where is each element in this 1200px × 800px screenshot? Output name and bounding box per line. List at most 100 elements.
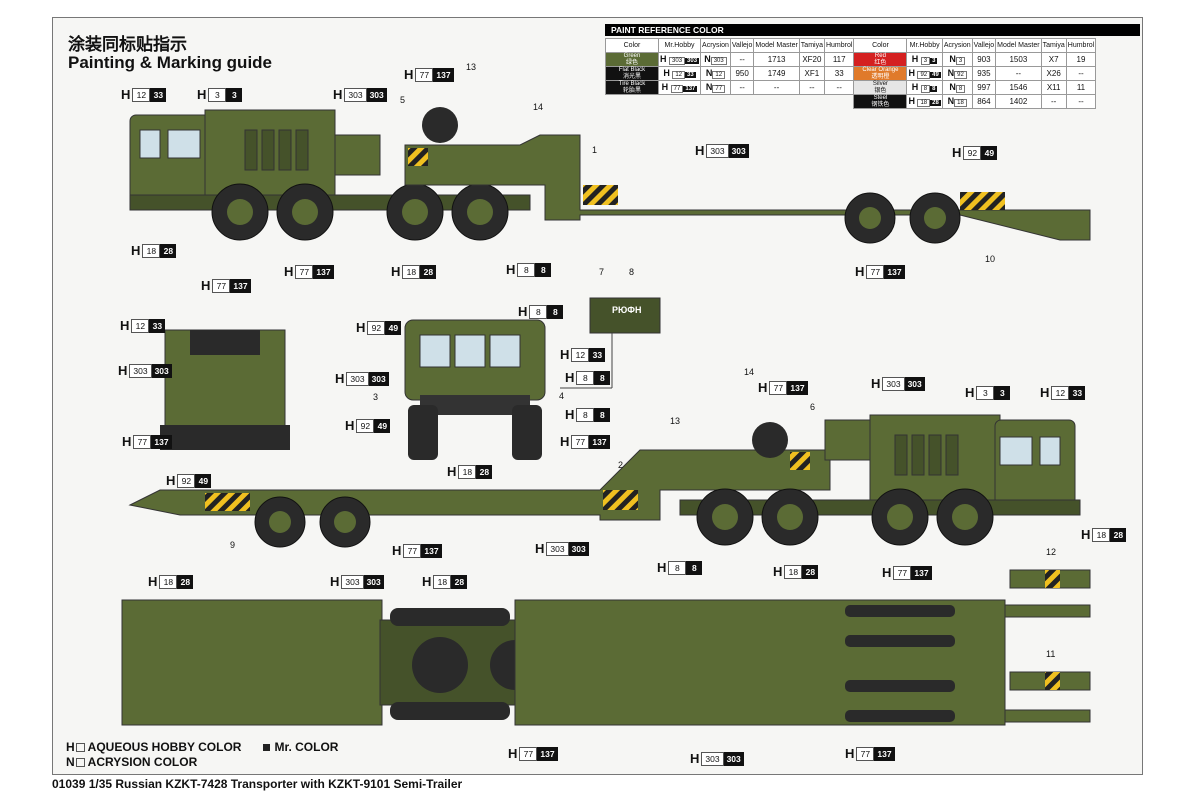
mr-color-code: 303 <box>723 751 744 766</box>
h-letter: H <box>911 54 919 64</box>
mr-color-code: 28 <box>1110 527 1127 542</box>
part-number-label: 2 <box>618 460 624 470</box>
part-number-label: 6 <box>810 402 816 412</box>
h-letter: H <box>356 320 366 335</box>
vallejo-code: 950 <box>729 66 755 81</box>
mr-color-code: 28 <box>420 264 437 279</box>
h-letter: H <box>404 67 414 82</box>
mr-color-code: 137 <box>874 746 895 761</box>
mr-color-code: 33 <box>685 72 696 78</box>
tractor-rear-view <box>160 329 290 450</box>
vallejo-code: -- <box>729 52 755 67</box>
tamiya-code: -- <box>798 80 825 95</box>
color-name: Clear Orange <box>862 67 899 73</box>
h-letter: H <box>148 574 158 589</box>
white-box-icon <box>75 743 85 753</box>
page-title: Painting & Marking guide <box>68 53 273 72</box>
mr-color-code: 8 <box>930 86 938 92</box>
part-number-label: 4 <box>559 391 565 401</box>
mr-color-code: 8 <box>594 370 611 385</box>
column-header: Tamiya <box>1040 38 1067 53</box>
aqueous-code: 18 <box>1092 527 1111 542</box>
tamiya-code: -- <box>1040 94 1067 109</box>
acrysion-number: 3 <box>955 57 966 65</box>
trailer-side-view-right <box>128 422 831 548</box>
mr-color-code: 8 <box>686 560 703 575</box>
acrysion-number: 12 <box>712 71 726 79</box>
mr-color-code: 28 <box>476 464 493 479</box>
n-letter: N <box>705 68 713 78</box>
h-letter: H <box>118 363 128 378</box>
aqueous-code: 18 <box>433 574 452 589</box>
aqueous-code: 77 <box>856 746 875 761</box>
color-name: Flat Black <box>618 67 646 73</box>
mm-code: 1546 <box>995 80 1042 95</box>
h-letter: H <box>391 264 401 279</box>
title-chinese: 涂装同标贴指示 <box>68 35 187 55</box>
color-name-cn: 红色 <box>874 59 887 66</box>
aqueous-code: 3 <box>208 87 227 102</box>
h-letter: H <box>284 264 294 279</box>
h-letter: H <box>560 434 570 449</box>
vallejo-code: -- <box>729 80 755 95</box>
aqueous-code: 77 <box>866 264 885 279</box>
h-letter: H <box>965 385 975 400</box>
aqueous-code: 8 <box>920 85 931 93</box>
column-header: Color <box>605 38 659 53</box>
mr-color-code: 137 <box>683 86 698 92</box>
h-letter: H <box>911 82 919 92</box>
aqueous-code: 18 <box>917 99 931 107</box>
part-number-label: 3 <box>373 392 379 402</box>
acrysion-number: 18 <box>954 99 967 107</box>
column-header: Acrysion <box>700 38 731 53</box>
h-letter: H <box>506 262 516 277</box>
mr-color-code: 137 <box>589 434 610 449</box>
tamiya-code: XF1 <box>798 66 825 81</box>
mr-color-code: 303 <box>366 87 387 102</box>
white-box-icon <box>75 758 85 768</box>
part-number-label: 13 <box>670 416 681 426</box>
mr-color-code: 137 <box>421 543 442 558</box>
n-letter: N <box>704 54 711 64</box>
aqueous-code: 303 <box>701 751 724 766</box>
part-number-label: 8 <box>629 267 635 277</box>
footer-product-title: 01039 1/35 Russian KZKT-7428 Transporter… <box>52 777 463 791</box>
column-header: Vallejo <box>971 38 997 53</box>
tamiya-code: X7 <box>1040 52 1067 67</box>
humbrol-code: 33 <box>823 66 855 81</box>
h-letter: H <box>1040 385 1050 400</box>
h-letter: H <box>660 54 667 64</box>
aqueous-code: 3 <box>976 385 995 400</box>
h-letter: H <box>535 541 545 556</box>
aqueous-code: 92 <box>356 418 375 433</box>
mr-color-code: 28 <box>177 574 194 589</box>
empty-cell <box>824 95 853 109</box>
